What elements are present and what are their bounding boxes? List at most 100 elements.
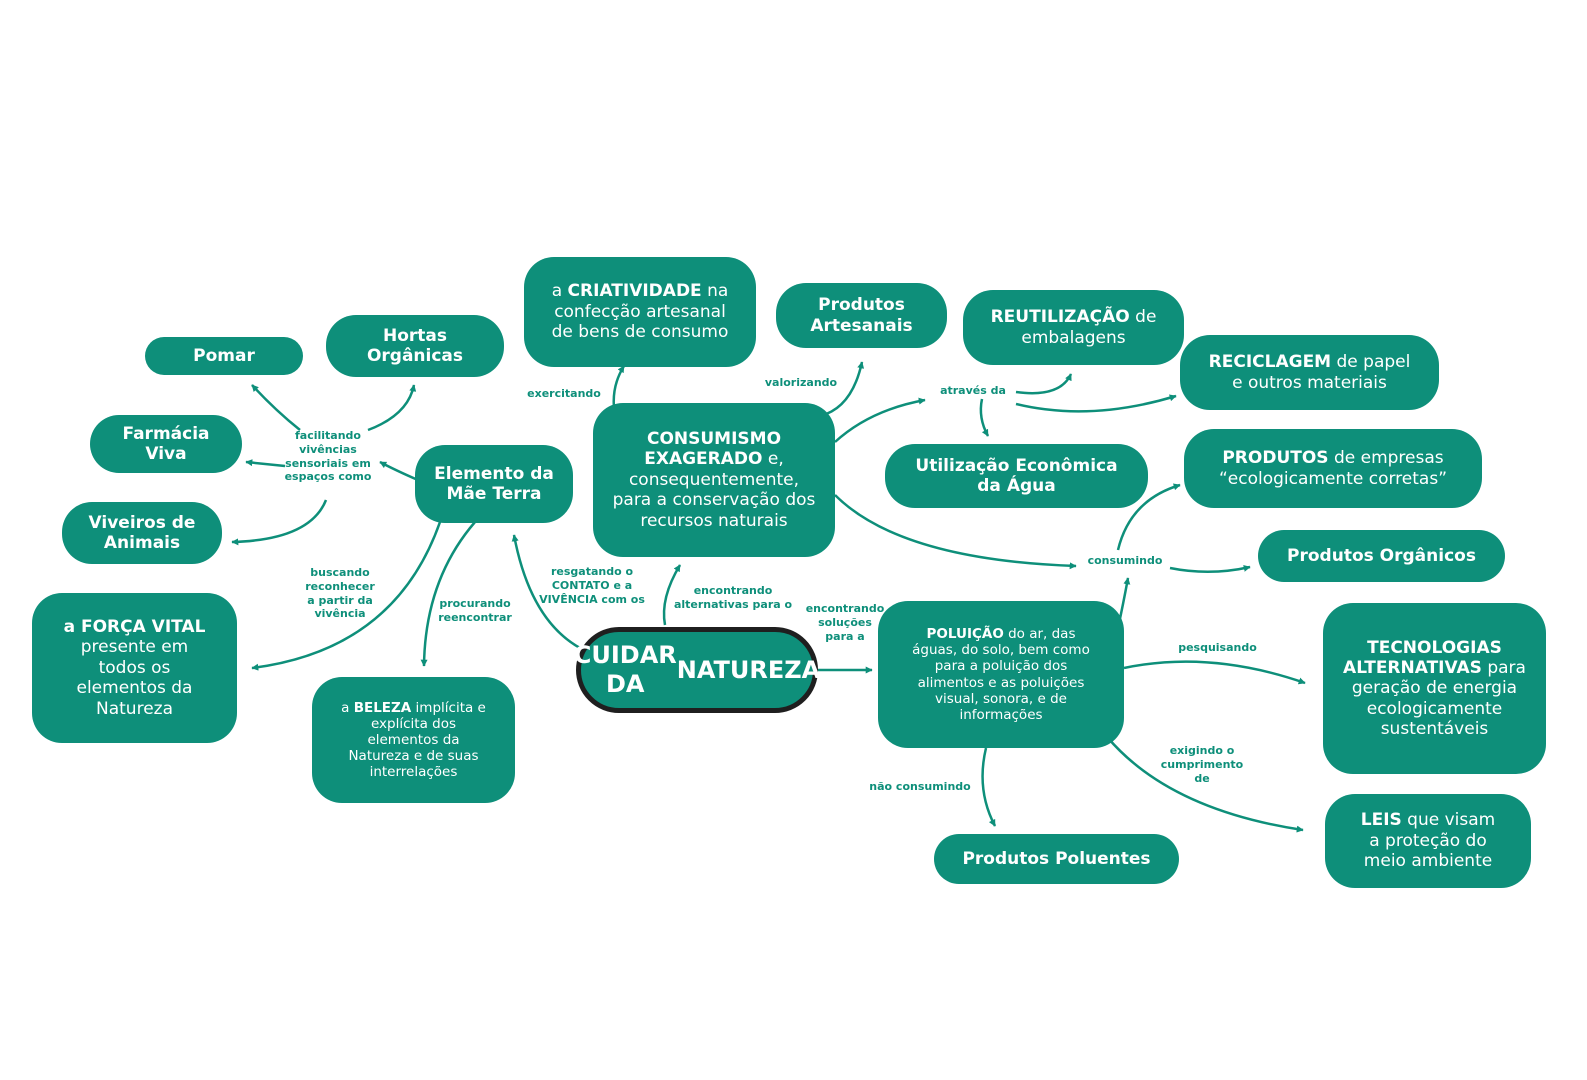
label-atraves-da: através da [940,384,1006,397]
edge-poluicao-to-poluentes [981,747,997,827]
forca-vital-bold: a FORÇA VITAL [63,617,206,638]
forca-vital-line-4: elementos da [76,678,193,699]
label-procurando: procurando reencontrar [438,597,512,624]
poluicao-line-4: alimentos e as poluições [917,674,1085,691]
criatividade-pre: a [551,281,568,302]
leis-bold: LEIS [1360,810,1402,831]
beleza-line-5: interrelações [369,764,458,781]
node-viveiros-de-animais: Viveiros de Animais [62,502,222,564]
reciclagem-bold: RECICLAGEM [1208,352,1332,373]
criatividade-line-3: de bens de consumo [551,322,729,343]
empresas-line-1: PRODUTOS de empresas [1222,448,1443,468]
empresas-bold: PRODUTOS [1222,448,1329,469]
leis-post: que visam [1401,810,1496,831]
edge-facilitando-to-farmacia [245,459,286,468]
mae-terra-line-2: Mãe Terra [446,484,542,504]
organicos-label: Produtos Orgânicos [1287,545,1476,566]
beleza-line-4: Natureza e de suas [348,748,479,765]
node-cuidar-da-natureza: CUIDAR DA NATUREZA [574,627,821,713]
node-produtos-poluentes: Produtos Poluentes [934,834,1179,884]
label-exigindo: exigindo o cumprimento de [1160,744,1244,785]
edge-poluicao-to-tecnologias [1123,660,1306,685]
node-forca-vital: a FORÇA VITAL presente em todos os eleme… [32,593,237,743]
poluicao-line-6: informações [959,706,1043,723]
node-leis: LEIS que visam a proteção do meio ambien… [1325,794,1531,888]
edge-consumismo-to-criatividade [612,365,626,409]
node-reutilizacao: REUTILIZAÇÃO de embalagens [963,290,1184,365]
label-consumindo: consumindo [1087,554,1163,567]
edge-consumismo-to-atraves [834,397,926,443]
consumismo-bold: CONSUMISMO [646,429,782,450]
label-encontrando-alternativas: encontrando alternativas para o [673,584,793,611]
poluicao-bold: POLUIÇÃO [926,625,1004,642]
criatividade-bold: CRIATIVIDADE [567,281,702,302]
reutilizacao-bold: REUTILIZAÇÃO [990,307,1130,328]
poluicao-post: do ar, das [1003,625,1076,642]
reciclagem-line-1: RECICLAGEM de papel [1209,352,1411,372]
artesanais-line-1: Produtos [818,295,905,316]
farmacia-line-1: Farmácia [122,423,210,444]
hortas-line-2: Orgânicas [366,346,464,366]
edge-atraves-to-reutilizacao [1015,373,1073,395]
edge-atraves-to-agua [979,398,990,437]
node-consumismo-exagerado: CONSUMISMO EXAGERADO e, consequentemente… [593,403,835,557]
node-poluicao: POLUIÇÃO do ar, das águas, do solo, bem … [878,601,1124,748]
tecnologias-line-3: geração de energia [1351,678,1518,699]
leis-line-3: meio ambiente [1363,851,1493,872]
center-line-2: NATUREZA [676,655,821,684]
edge-atraves-to-reciclagem [1015,394,1177,413]
node-utilizacao-agua: Utilização Econômica da Água [885,444,1148,508]
poluicao-line-3: para a poluição dos [934,658,1068,675]
poluentes-label: Produtos Poluentes [962,848,1151,869]
reciclagem-line-2: e outros materiais [1232,372,1387,393]
node-farmacia-viva: Farmácia Viva [90,415,242,473]
label-pesquisando: pesquisando [1178,641,1257,654]
node-tecnologias-alternativas: TECNOLOGIAS ALTERNATIVAS para geração de… [1323,603,1546,774]
tecnologias-post2: para [1481,657,1526,678]
tecnologias-bold2: ALTERNATIVAS [1343,657,1482,678]
forca-vital-line-2: presente em [80,637,189,658]
node-elemento-mae-terra: Elemento da Mãe Terra [415,445,573,523]
empresas-line-2: “ecologicamente corretas” [1219,468,1447,489]
label-facilitando: facilitando vivências sensoriais em espa… [284,429,372,484]
reutilizacao-post: de [1129,307,1157,328]
node-criatividade: a CRIATIVIDADE na confecção artesanal de… [524,257,756,367]
tecnologias-line-4: ecologicamente [1366,698,1503,719]
beleza-pre: a [341,699,354,716]
leis-line-2: a proteção do [1369,830,1487,851]
empresas-post: de empresas [1328,448,1444,469]
agua-line-1: Utilização Econômica [915,455,1118,476]
criatividade-line-2: confecção artesanal [554,301,726,322]
beleza-line-2: explícita dos [370,715,457,732]
edge-facilitando-to-pomar [251,384,301,431]
consumismo-bold2: EXAGERADO [644,449,763,470]
edge-consumindo-to-organicos [1169,564,1251,573]
node-produtos-artesanais: Produtos Artesanais [776,283,947,348]
tecnologias-line-2: ALTERNATIVAS para [1343,658,1526,678]
label-nao-consumindo: não consumindo [869,780,971,793]
poluicao-line-5: visual, sonora, e de [935,690,1067,707]
edge-consumismo-to-consumindo [834,494,1077,570]
edge-facilitando-to-hortas [367,384,417,432]
farmacia-line-2: Viva [145,444,187,464]
consumismo-line-4: para a conservação dos [612,490,816,511]
consumismo-line-3: consequentemente, [628,469,800,490]
forca-vital-line-3: todos os [98,657,171,678]
reutilizacao-line-2: embalagens [1021,327,1126,348]
reciclagem-post: de papel [1331,352,1411,373]
edge-mae-to-beleza [420,521,476,667]
label-encontrando-solucoes: encontrando soluções para a [805,602,885,643]
label-exercitando: exercitando [527,387,601,400]
viveiros-line-2: Animais [103,533,181,553]
mae-terra-line-1: Elemento da [434,463,554,484]
beleza-line-1: a BELEZA implícita e [341,700,486,716]
edge-mae-to-forca [251,521,442,671]
poluicao-line-1: POLUIÇÃO do ar, das [926,626,1075,642]
hortas-line-1: Hortas [382,325,447,346]
node-produtos-empresas: PRODUTOS de empresas “ecologicamente cor… [1184,429,1482,508]
label-resgatando: resgatando o CONTATO e a VIVÊNCIA com os [539,565,645,606]
agua-line-2: da Água [977,476,1056,496]
pomar-label: Pomar [193,345,255,366]
